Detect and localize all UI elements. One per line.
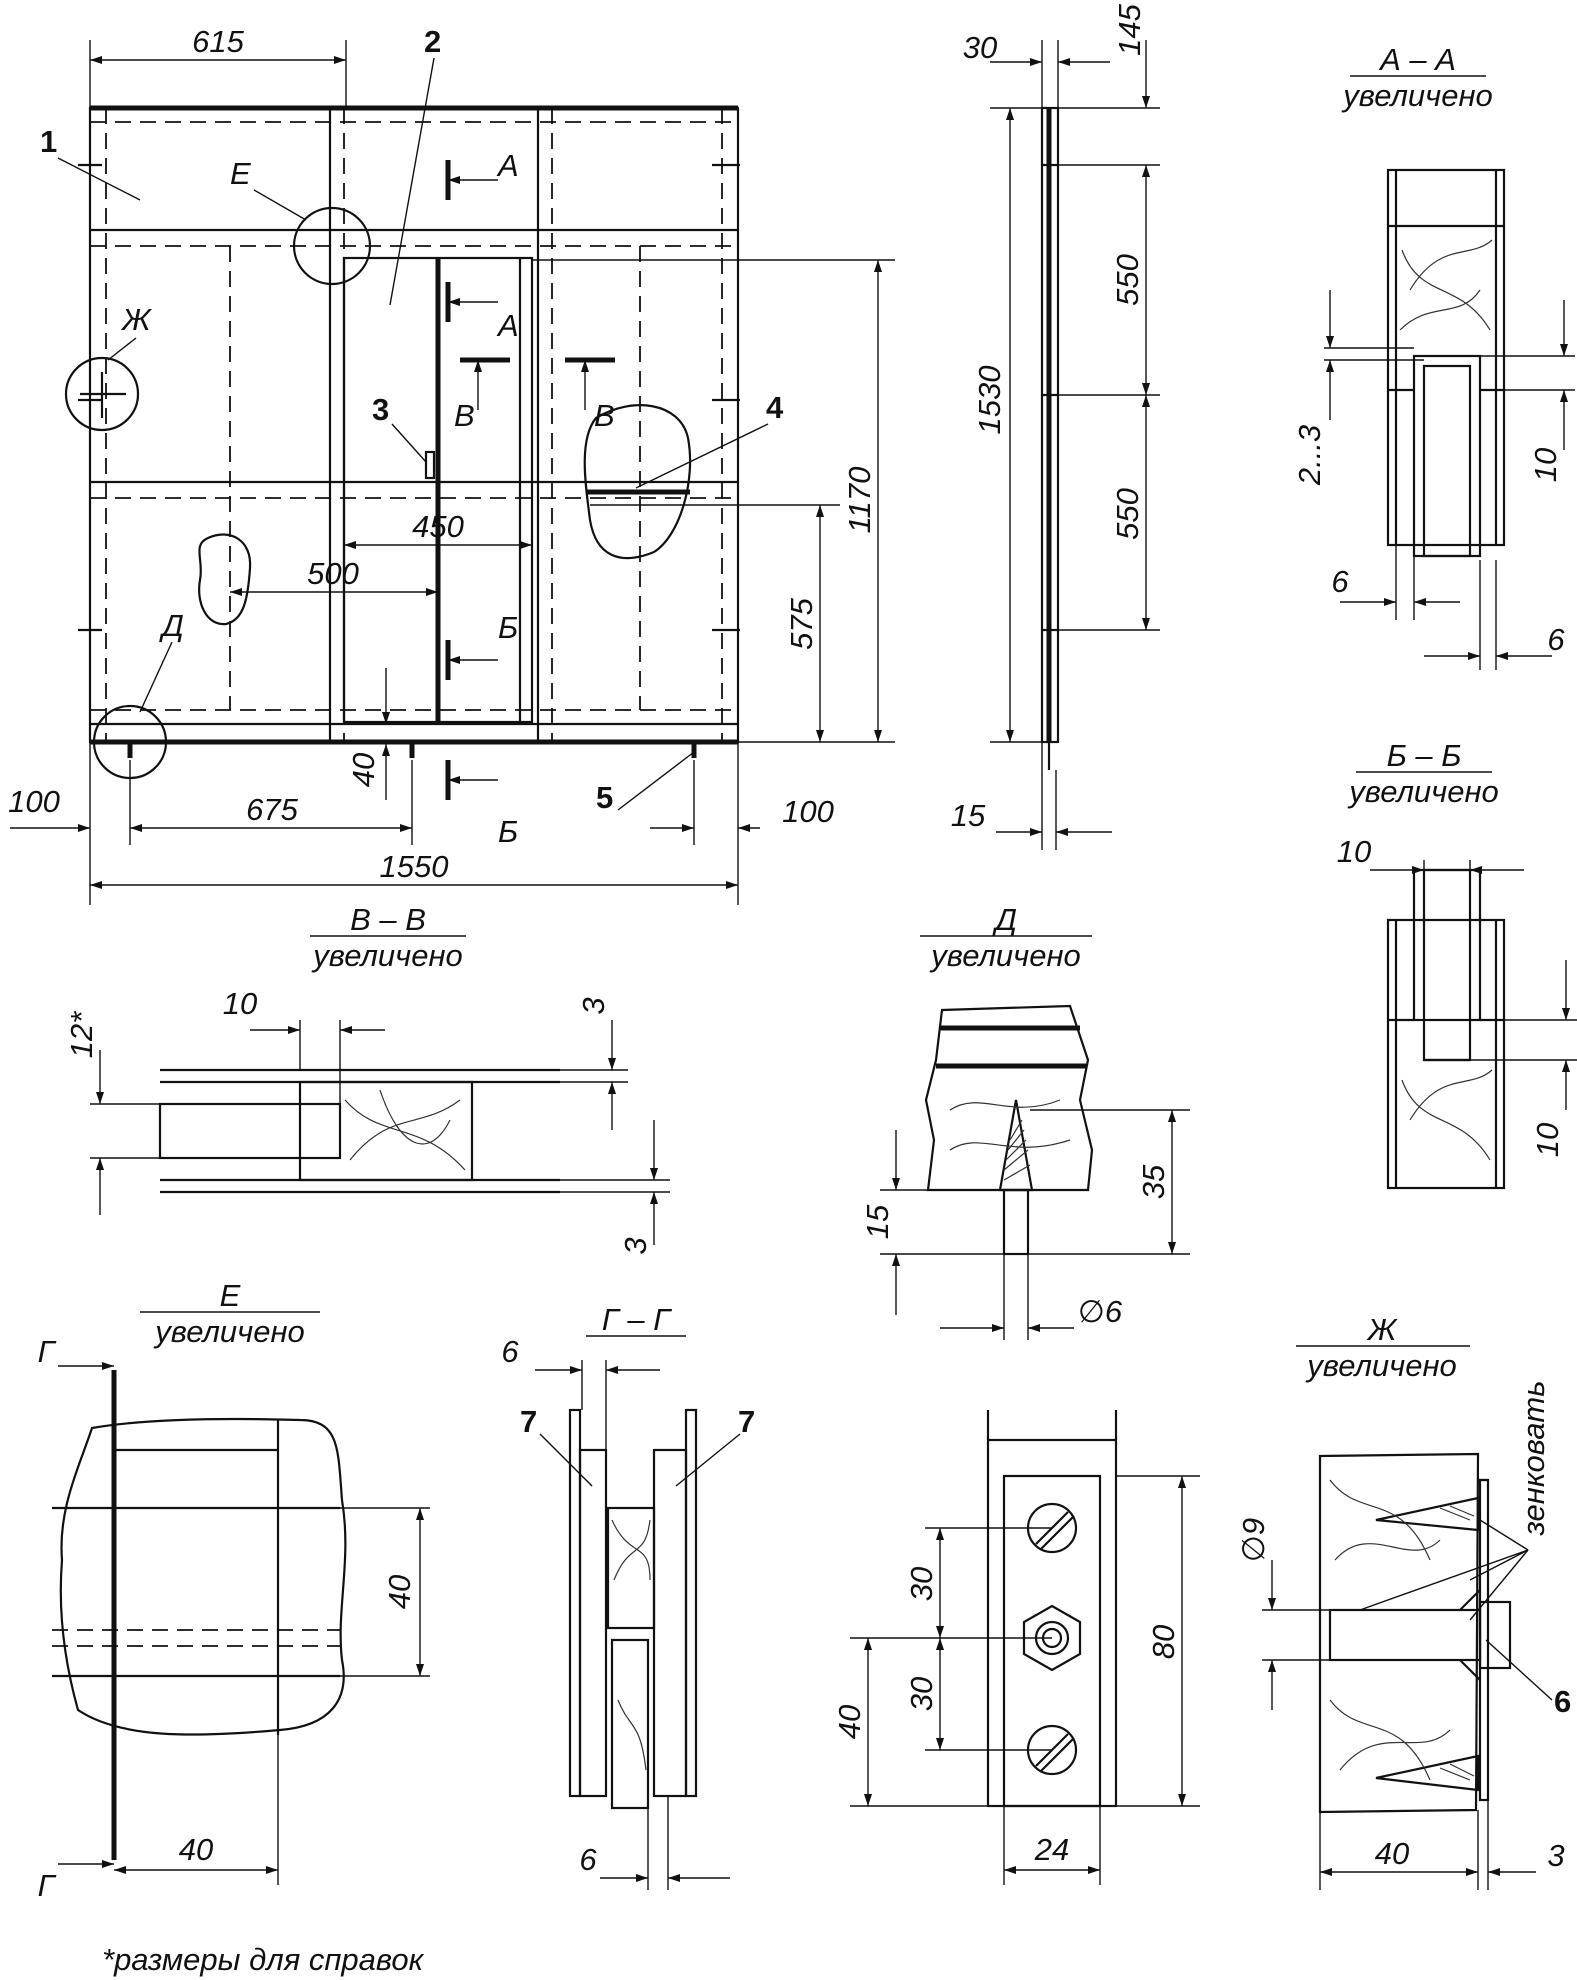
section-bb: Б – Б увеличено 10 10 (1337, 738, 1577, 1190)
callout-4: 4 (766, 390, 784, 425)
callout-2: 2 (424, 24, 441, 59)
side-dim-15: 15 (951, 798, 986, 833)
section-vv-title: В – В (350, 902, 426, 937)
detail-zh: Ж увеличено ∅9 40 3 зенковать 6 (1236, 1312, 1571, 1890)
side-dim-550-upper: 550 (1110, 254, 1145, 306)
section-aa-title: А – А (1378, 42, 1456, 77)
main-front-view: 615 450 500 575 1170 40 100 675 100 1550… (8, 24, 895, 905)
section-aa: А – А увеличено 2...3 10 6 6 (1292, 42, 1575, 670)
letter-v-left: В (454, 398, 475, 433)
section-vv: В – В увеличено 10 12* 3 3 (64, 902, 670, 1255)
letter-v-right: В (594, 398, 615, 433)
plate-dim-40: 40 (832, 1705, 867, 1739)
dim-675: 675 (246, 792, 298, 827)
section-gg-callout-7-right: 7 (738, 1404, 755, 1439)
detail-e-letter-g-top: Г (38, 1334, 57, 1369)
dim-100-right: 100 (782, 794, 834, 829)
detail-zh-circle (64, 356, 140, 432)
section-gg-callout-7-left: 7 (520, 1404, 537, 1439)
plate-dim-30-lower: 30 (904, 1677, 939, 1711)
letter-a-top: А (496, 148, 519, 183)
plate-dim-30-upper: 30 (904, 1567, 939, 1601)
detail-e-subtitle: увеличено (153, 1314, 305, 1349)
dim-575: 575 (784, 597, 819, 649)
letter-b-top: Б (498, 610, 518, 645)
footnote-reference-dims: *размеры для справок (102, 1942, 425, 1977)
detail-d-title: Д (992, 902, 1017, 937)
dim-1550: 1550 (380, 849, 449, 884)
dim-615: 615 (192, 24, 244, 59)
detail-e: Е увеличено Г Г 40 40 (38, 1278, 430, 1903)
dim-100-left: 100 (8, 784, 60, 819)
dim-450: 450 (412, 509, 464, 544)
dim-1170: 1170 (842, 467, 877, 534)
section-aa-dim-6-left: 6 (1331, 564, 1349, 599)
detail-zh-dim-diam-9: ∅9 (1236, 1518, 1271, 1562)
section-vv-dim-10: 10 (223, 986, 257, 1021)
detail-e-title: Е (220, 1278, 241, 1313)
section-aa-subtitle: увеличено (1341, 78, 1493, 113)
detail-zh-note-countersink: зенковать (1516, 1380, 1551, 1536)
side-dim-145: 145 (1112, 3, 1147, 55)
detail-e-letter-g-bottom: Г (38, 1868, 57, 1903)
section-vv-subtitle: увеличено (311, 938, 463, 973)
dim-500: 500 (307, 556, 359, 591)
letter-zh: Ж (120, 302, 152, 337)
side-dim-30: 30 (963, 30, 997, 65)
section-aa-dim-10: 10 (1528, 448, 1563, 482)
detail-d: Д увеличено 35 15 ∅6 (860, 902, 1190, 1340)
dim-40: 40 (346, 753, 381, 787)
detail-d-dim-15: 15 (860, 1204, 895, 1239)
detail-zh-dim-40: 40 (1375, 1836, 1409, 1871)
callout-3: 3 (372, 392, 389, 427)
plate-dim-80: 80 (1146, 1625, 1181, 1659)
detail-e-dim-40-horizontal: 40 (179, 1832, 213, 1867)
detail-d-dim-35: 35 (1136, 1164, 1171, 1199)
callout-1: 1 (40, 124, 57, 159)
section-gg: Г – Г 6 6 7 7 (501, 1302, 755, 1890)
section-gg-dim-6-top: 6 (501, 1334, 519, 1369)
detail-zh-title: Ж (1366, 1312, 1398, 1347)
section-bb-subtitle: увеличено (1347, 774, 1499, 809)
section-aa-dim-6-right: 6 (1547, 622, 1565, 657)
side-dim-550-lower: 550 (1110, 488, 1145, 540)
section-vv-dim-3-top: 3 (576, 997, 611, 1014)
detail-zh-dim-3: 3 (1547, 1838, 1564, 1873)
plate-view: 30 30 40 80 24 (832, 1410, 1200, 1885)
detail-d-dim-diam-6: ∅6 (1078, 1294, 1123, 1329)
letter-a-bottom: А (496, 308, 519, 343)
side-dim-1530: 1530 (972, 366, 1007, 435)
letter-d: Д (159, 608, 184, 643)
plate-dim-24: 24 (1034, 1832, 1069, 1867)
section-vv-dim-12: 12* (64, 1011, 99, 1058)
detail-e-circle (292, 206, 372, 286)
section-bb-title: Б – Б (1387, 738, 1462, 773)
detail-e-dim-40-vertical: 40 (382, 1575, 417, 1609)
side-view: 30 145 550 550 1530 15 (951, 3, 1160, 850)
section-bb-dim-10-side: 10 (1530, 1123, 1565, 1157)
letter-e: Е (230, 156, 251, 191)
detail-zh-callout-6: 6 (1554, 1684, 1571, 1719)
section-aa-dim-2-3: 2...3 (1292, 425, 1327, 486)
letter-b-bottom: Б (498, 814, 518, 849)
callout-5: 5 (596, 780, 613, 815)
detail-zh-subtitle: увеличено (1305, 1348, 1457, 1383)
section-bb-dim-10-top: 10 (1337, 834, 1371, 869)
detail-d-subtitle: увеличено (929, 938, 1081, 973)
section-vv-dim-3-bottom: 3 (618, 1237, 653, 1254)
section-gg-title: Г – Г (602, 1302, 672, 1337)
section-gg-dim-6-bottom: 6 (579, 1842, 597, 1877)
